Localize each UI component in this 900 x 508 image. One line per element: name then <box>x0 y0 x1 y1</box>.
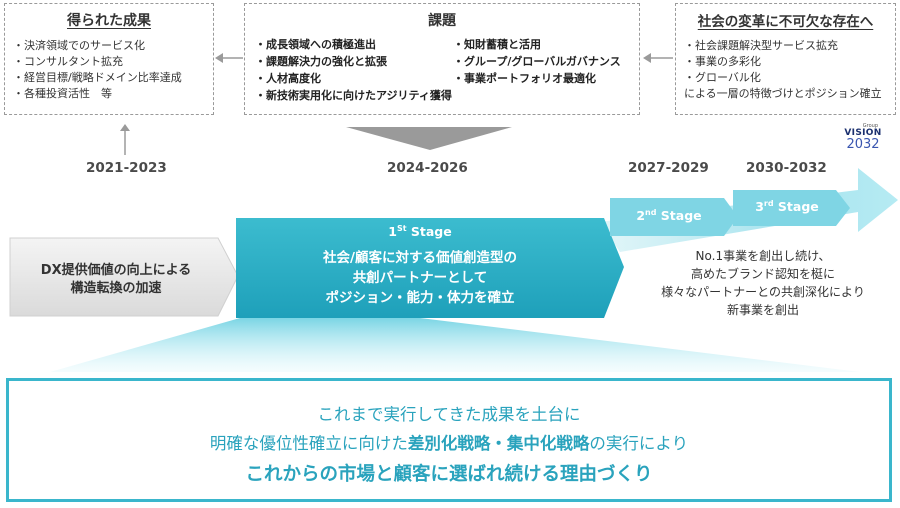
down-chevron <box>346 127 512 150</box>
issues-item: ・人材高度化 <box>255 72 321 85</box>
society-list: ・社会課題解決型サービス拡充 ・事業の多彩化 ・グローバル化 による一層の特徴づ… <box>684 38 887 102</box>
year-2030: 2030-2032 <box>746 160 827 176</box>
future-line: 様々なパートナーとの共創深化により <box>661 285 865 299</box>
year-2021: 2021-2023 <box>86 160 167 176</box>
summary-line1: これまで実行してきた成果を土台に <box>317 405 581 424</box>
society-item: ・社会課題解決型サービス拡充 <box>684 39 838 52</box>
results-item: ・各種投資活性 等 <box>13 87 112 100</box>
issues-item: ・事業ポートフォリオ最適化 <box>453 72 596 85</box>
future-line: 新事業を創出 <box>726 303 799 317</box>
logo-group: Group <box>862 123 878 129</box>
issues-box: 課題 ・成長領域への積極進出 ・課題解決力の強化と拡張 ・人材高度化 ・新技術実… <box>244 3 640 115</box>
stage3-pentagon <box>733 190 850 226</box>
results-item: ・決済領域でのサービス化 <box>13 39 145 52</box>
dx-line: 構造転換の加速 <box>70 281 162 296</box>
summary-line2-pre: 明確な優位性確立に向けた <box>209 434 408 453</box>
results-box: 得られた成果 ・決済領域でのサービス化 ・コンサルタント拡充 ・経営目標/戦略ド… <box>4 3 214 115</box>
issues-item: ・知財蓄積と活用 <box>453 38 541 51</box>
issues-item: ・新技術実用化に向けたアジリティ獲得 <box>255 89 452 102</box>
society-item: による一層の特徴づけとポジション確立 <box>684 87 882 100</box>
stage1-title: 1St Stage <box>236 224 604 239</box>
results-title: 得られた成果 <box>67 13 151 29</box>
stage2-num: 2 <box>636 208 646 224</box>
stage1-pentagon <box>236 218 624 318</box>
dx-text: DX提供価値の向上による 構造転換の加速 <box>10 262 222 298</box>
stage2-pentagon <box>610 198 738 236</box>
future-text: No.1事業を創出し続け、 高めたブランド認知を梃に 様々なパートナーとの共創深… <box>630 247 896 319</box>
stage2-title: 2nd Stage <box>610 208 728 223</box>
stage3-sup: rd <box>763 199 774 208</box>
stage3-title: 3rd Stage <box>733 199 841 214</box>
stage2-word: Stage <box>656 208 702 224</box>
summary-box: これまで実行してきた成果を土台に 明確な優位性確立に向けた差別化戦略・集中化戦略… <box>6 378 892 502</box>
left-arrow-to-results <box>215 53 243 63</box>
stage1-glow <box>50 318 860 372</box>
stage1-word: Stage <box>406 224 452 240</box>
results-list: ・決済領域でのサービス化 ・コンサルタント拡充 ・経営目標/戦略ドメイン比率達成… <box>13 38 205 102</box>
stage1-line: 共創パートナーとして <box>352 270 488 286</box>
stage1-line: ポジション・能力・体力を確立 <box>325 290 515 306</box>
stage1-num: 1 <box>388 224 397 240</box>
society-title: 社会の変革に不可欠な存在へ <box>697 14 874 30</box>
results-item: ・経営目標/戦略ドメイン比率達成 <box>13 71 182 84</box>
stage3-word: Stage <box>773 199 819 215</box>
issues-item: ・成長領域への積極進出 <box>255 38 376 51</box>
up-arrow <box>120 124 130 155</box>
issues-right-list: ・知財蓄積と活用 ・グループ/グローバルガバナンス ・事業ポートフォリオ最適化 <box>453 36 621 87</box>
society-box: 社会の変革に不可欠な存在へ ・社会課題解決型サービス拡充 ・事業の多彩化 ・グロ… <box>675 3 896 115</box>
summary-line2-bold: 差別化戦略・集中化戦略 <box>407 434 590 453</box>
future-line: No.1事業を創出し続け、 <box>695 249 831 263</box>
issues-item: ・課題解決力の強化と拡張 <box>255 55 387 68</box>
issues-title: 課題 <box>428 13 456 29</box>
summary-line3: これからの市場と顧客に選ばれ続ける理由づくり <box>245 464 653 485</box>
dx-pentagon <box>9 237 239 317</box>
future-line: 高めたブランド認知を梃に <box>690 267 835 281</box>
summary-line2-post: の実行により <box>589 434 689 453</box>
society-item: ・グローバル化 <box>684 71 761 84</box>
logo-vision: VISION <box>844 128 882 138</box>
stage1-sup: St <box>396 224 407 233</box>
stage1-body: 社会/顧客に対する価値創造型の 共創パートナーとして ポジション・能力・体力を確… <box>236 248 604 308</box>
issues-item: ・グループ/グローバルガバナンス <box>453 55 621 68</box>
stage3-num: 3 <box>755 199 764 215</box>
left-arrow-to-issues <box>643 53 673 63</box>
year-2027: 2027-2029 <box>628 160 709 176</box>
year-2024: 2024-2026 <box>387 160 468 176</box>
stage2-sup: nd <box>645 208 657 217</box>
results-item: ・コンサルタント拡充 <box>13 55 123 68</box>
stage1-line: 社会/顧客に対する価値創造型の <box>323 250 517 266</box>
logo-year: 2032 <box>846 137 880 152</box>
society-item: ・事業の多彩化 <box>684 55 761 68</box>
dx-line: DX提供価値の向上による <box>40 263 192 278</box>
summary-line2: 明確な優位性確立に向けた差別化戦略・集中化戦略の実行により <box>9 430 889 454</box>
vision-logo: Group VISION 2032 <box>838 123 888 152</box>
issues-left-list: ・成長領域への積極進出 ・課題解決力の強化と拡張 ・人材高度化 ・新技術実用化に… <box>255 36 452 104</box>
